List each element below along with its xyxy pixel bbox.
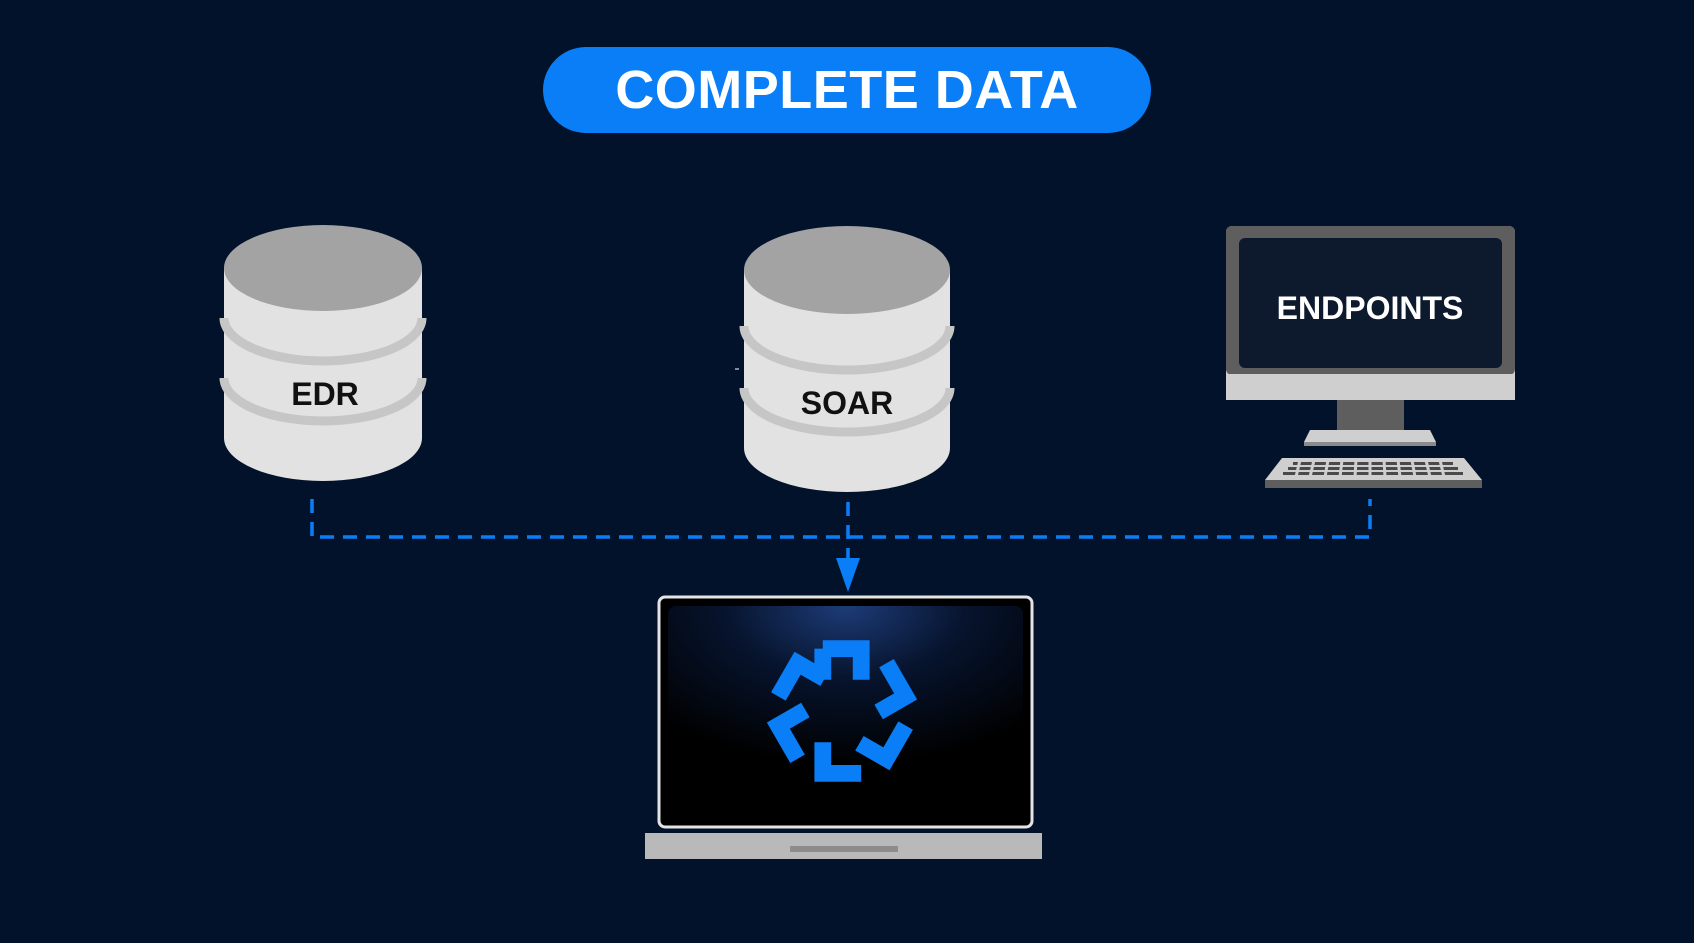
endpoints-label: ENDPOINTS: [1277, 290, 1464, 326]
stray-dot: [735, 368, 739, 370]
connector-lines: [310, 499, 1372, 560]
laptop-icon: [645, 595, 1042, 859]
edr-label: EDR: [291, 376, 359, 412]
keyboard-icon: [1265, 458, 1482, 488]
edr-connector: [310, 499, 1372, 539]
soar-label: SOAR: [801, 385, 893, 421]
hexagon-star-logo-icon: [766, 640, 918, 782]
endpoints-monitor-icon: ENDPOINTS: [1226, 226, 1515, 488]
soar-database-icon: SOAR: [739, 226, 955, 492]
edr-database-icon: EDR: [219, 225, 427, 481]
title-banner: COMPLETE DATA: [543, 47, 1151, 133]
arrow-head: [836, 558, 860, 592]
diagram-title: COMPLETE DATA: [615, 60, 1079, 120]
